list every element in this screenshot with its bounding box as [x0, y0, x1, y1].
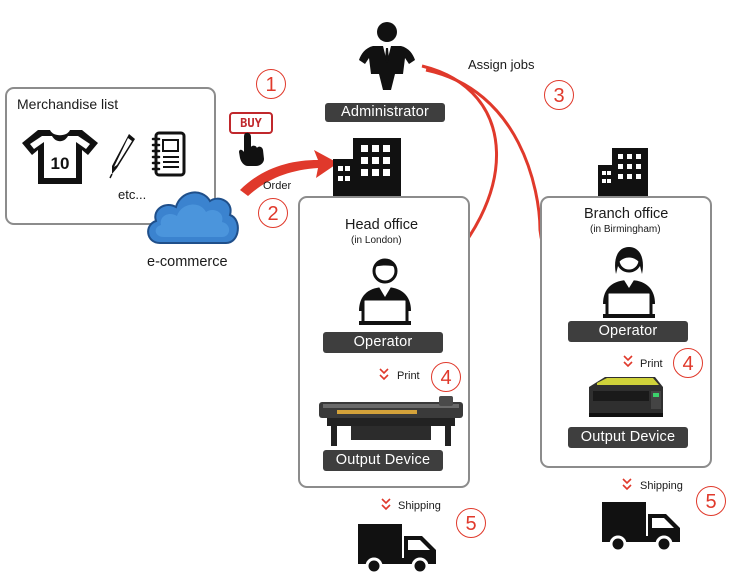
head-office-operator-label: Operator — [323, 332, 443, 353]
branch-office-building-icon — [598, 148, 648, 196]
head-office-shipping-label: Shipping — [398, 500, 441, 512]
notebook-icon — [151, 131, 186, 177]
step-2-badge: 2 — [258, 198, 288, 228]
branch-office-print-chevron-icon — [623, 355, 633, 368]
branch-office-device-label: Output Device — [568, 427, 688, 448]
head-office-print-label: Print — [397, 370, 420, 382]
branch-office-shipping-label: Shipping — [640, 480, 683, 492]
branch-office-title: Branch office — [584, 206, 669, 222]
shirt-number: 10 — [51, 154, 70, 173]
ecommerce-label: e-commerce — [147, 254, 228, 270]
buy-button-graphic: BUY — [229, 112, 273, 134]
administrator-label: Administrator — [325, 103, 445, 122]
merchandise-list-title: Merchandise list — [17, 96, 119, 112]
head-office-print-chevron-icon — [379, 368, 389, 381]
branch-office-printer-icon — [589, 377, 663, 417]
branch-office-operator-label: Operator — [568, 321, 688, 342]
step-3-badge: 3 — [544, 80, 574, 110]
head-office-title: Head office — [345, 217, 419, 233]
branch-office-shipping-chevron-icon — [622, 478, 632, 491]
assign-jobs-label: Assign jobs — [468, 57, 535, 72]
order-arrow — [240, 150, 338, 196]
administrator-figure-icon — [359, 22, 415, 90]
hand-cursor-icon — [239, 132, 264, 166]
branch-office-operator-icon — [603, 247, 655, 318]
head-office-shipping-chevron-icon — [381, 498, 391, 511]
step-1-badge: 1 — [256, 69, 286, 99]
head-office-building-icon — [333, 138, 401, 196]
head-office-operator-icon — [359, 258, 411, 325]
branch-office-truck-icon — [602, 502, 680, 553]
buy-label: BUY — [240, 116, 262, 130]
head-office-device-label: Output Device — [323, 450, 443, 471]
branch-office-step-5-badge: 5 — [696, 486, 726, 516]
etc-label: etc... — [118, 187, 147, 202]
branch-office-print-label: Print — [640, 358, 663, 370]
branch-office-location: (in Birmingham) — [590, 224, 661, 235]
order-label: Order — [263, 180, 292, 192]
head-office-truck-icon — [358, 524, 436, 575]
pen-icon — [109, 134, 135, 179]
head-office-printer-icon — [319, 396, 463, 446]
head-office-step-5-badge: 5 — [456, 508, 486, 538]
branch-office-step-4-badge: 4 — [673, 348, 703, 378]
head-office-step-4-badge: 4 — [431, 362, 461, 392]
head-office-location: (in London) — [351, 235, 402, 246]
tshirt-icon: 10 — [22, 130, 98, 184]
cloud-icon — [147, 191, 239, 244]
